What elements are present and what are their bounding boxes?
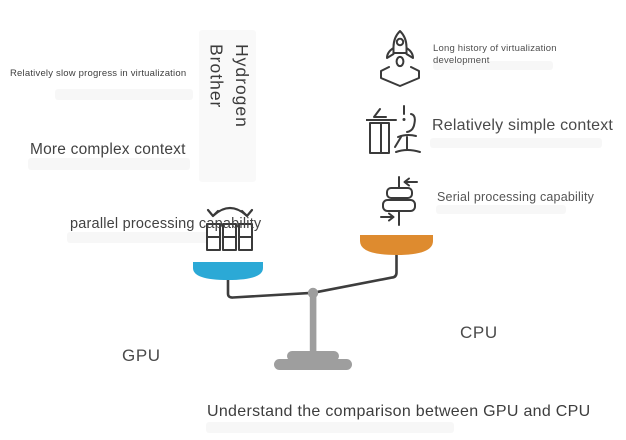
- gpu-context-note: More complex context: [30, 141, 186, 158]
- watermark-remnant: [430, 138, 602, 148]
- caption: Understand the comparison between GPU an…: [207, 403, 591, 420]
- serial-flow-icon: [380, 176, 418, 226]
- cpu-label: CPU: [460, 323, 498, 342]
- rocket-launch-icon: [380, 30, 420, 87]
- watermark-remnant: [67, 232, 225, 243]
- watermark-remnant: [28, 158, 190, 170]
- scale-beam-left: [226, 277, 315, 299]
- watermark-remnant: [206, 422, 454, 433]
- cpu-context-note: Relatively simple context: [432, 117, 614, 134]
- watermark-remnant: [436, 205, 566, 214]
- scale-pole: [309, 292, 317, 356]
- gpu-pan: [193, 262, 263, 280]
- gpu-virtualization-note: Relatively slow progress in virtualizati…: [10, 68, 187, 79]
- cpu-processing-note: Serial processing capability: [437, 190, 595, 204]
- watermark-remnant-strip: [199, 30, 256, 182]
- cpu-virtualization-note: Long history of virtualization developme…: [433, 43, 557, 66]
- gpu-processing-note: parallel processing capability: [70, 216, 262, 232]
- scale-base-lower: [274, 359, 352, 370]
- desk-chair-icon: [366, 105, 421, 154]
- watermark-remnant: [55, 89, 193, 100]
- scale-beam-right: [311, 252, 398, 295]
- gpu-label: GPU: [122, 346, 161, 365]
- scale-pivot: [307, 287, 319, 299]
- watermark-remnant: [433, 61, 553, 70]
- cpu-pan: [360, 235, 433, 255]
- parallel-grid-icon: [206, 206, 254, 251]
- watermark-text: Hydrogen Brother: [206, 44, 252, 128]
- balance-scale: [193, 235, 433, 370]
- scale-base-upper: [287, 351, 339, 361]
